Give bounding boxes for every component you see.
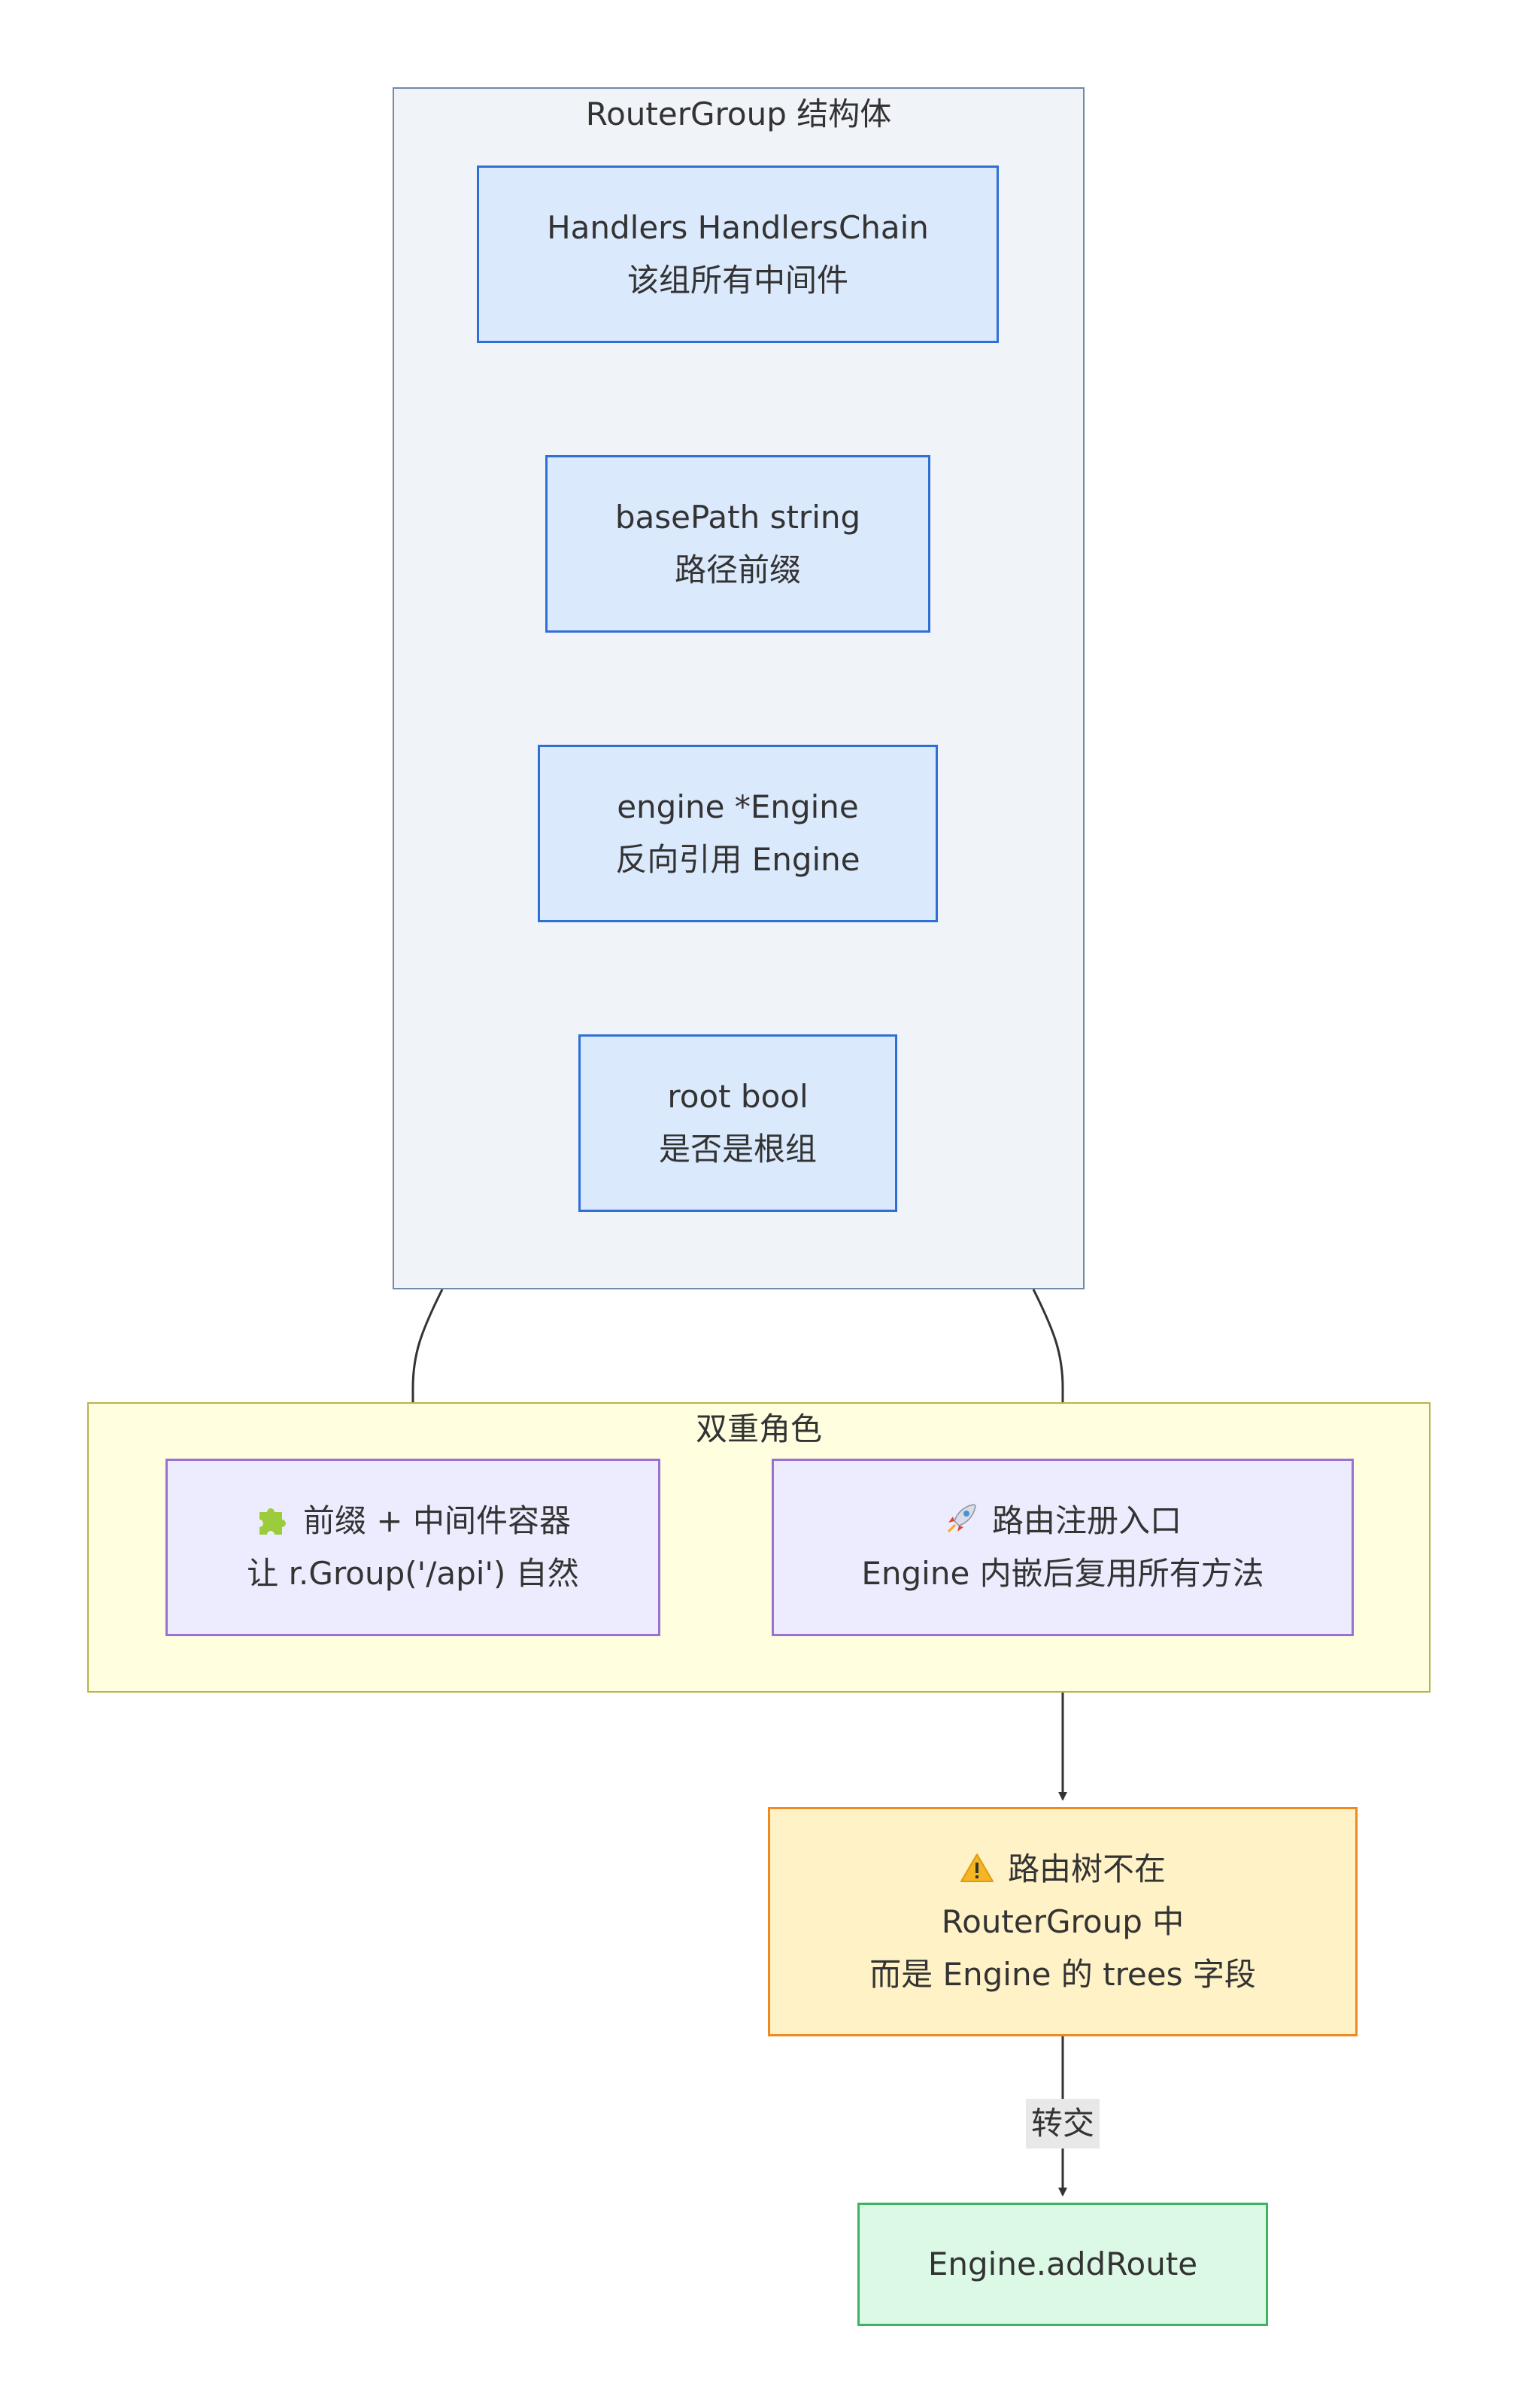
role-prefix-label: 前缀 + 中间件容器 — [303, 1502, 571, 1539]
field-root-name: root bool — [667, 1078, 809, 1115]
field-root: root bool 是否是根组 — [578, 1034, 897, 1212]
field-basepath: basePath string 路径前缀 — [545, 455, 930, 633]
field-engine-name: engine *Engine — [617, 788, 859, 825]
warning-line1: 路由树不在 — [1007, 1850, 1166, 1887]
role-entry-label: 路由注册入口 — [991, 1502, 1182, 1539]
warning-line2: RouterGroup 中 — [941, 1902, 1185, 1940]
field-engine: engine *Engine 反向引用 Engine — [538, 745, 938, 922]
warning-line3: 而是 Engine 的 trees 字段 — [869, 1955, 1256, 1993]
field-handlers-name: Handlers HandlersChain — [547, 209, 929, 246]
role-prefix-container: 前缀 + 中间件容器 让 r.Group('/api') 自然 — [165, 1459, 660, 1636]
field-basepath-desc: 路径前缀 — [674, 551, 801, 588]
engine-addroute-node: Engine.addRoute — [857, 2203, 1268, 2326]
field-basepath-name: basePath string — [614, 499, 861, 536]
field-handlers: Handlers HandlersChain 该组所有中间件 — [477, 165, 999, 343]
engine-addroute-label: Engine.addRoute — [927, 2246, 1198, 2282]
edge-label-handoff: 转交 — [1026, 2099, 1100, 2148]
role-entry-title: 路由注册入口 — [944, 1495, 1182, 1547]
field-root-desc: 是否是根组 — [658, 1131, 817, 1168]
routergroup-struct-title: RouterGroup 结构体 — [585, 96, 892, 132]
field-engine-desc: 反向引用 Engine — [615, 841, 860, 878]
dual-roles-title: 双重角色 — [695, 1410, 822, 1447]
field-handlers-desc: 该组所有中间件 — [627, 262, 848, 299]
warning-title: 路由树不在 — [960, 1843, 1166, 1896]
role-prefix-title: 前缀 + 中间件容器 — [255, 1495, 571, 1547]
rocket-icon — [947, 1504, 976, 1533]
edge-struct-to-entry — [1032, 1289, 1067, 1453]
role-route-entry: 路由注册入口 Engine 内嵌后复用所有方法 — [772, 1459, 1354, 1636]
warning-trees-node: 路由树不在 RouterGroup 中 而是 Engine 的 trees 字段 — [768, 1807, 1358, 2036]
role-entry-desc: Engine 内嵌后复用所有方法 — [861, 1555, 1264, 1592]
edge-struct-to-prefix — [408, 1289, 444, 1453]
role-prefix-desc: 让 r.Group('/api') 自然 — [247, 1555, 579, 1592]
puzzle-icon — [259, 1508, 287, 1535]
warning-icon — [960, 1853, 994, 1882]
